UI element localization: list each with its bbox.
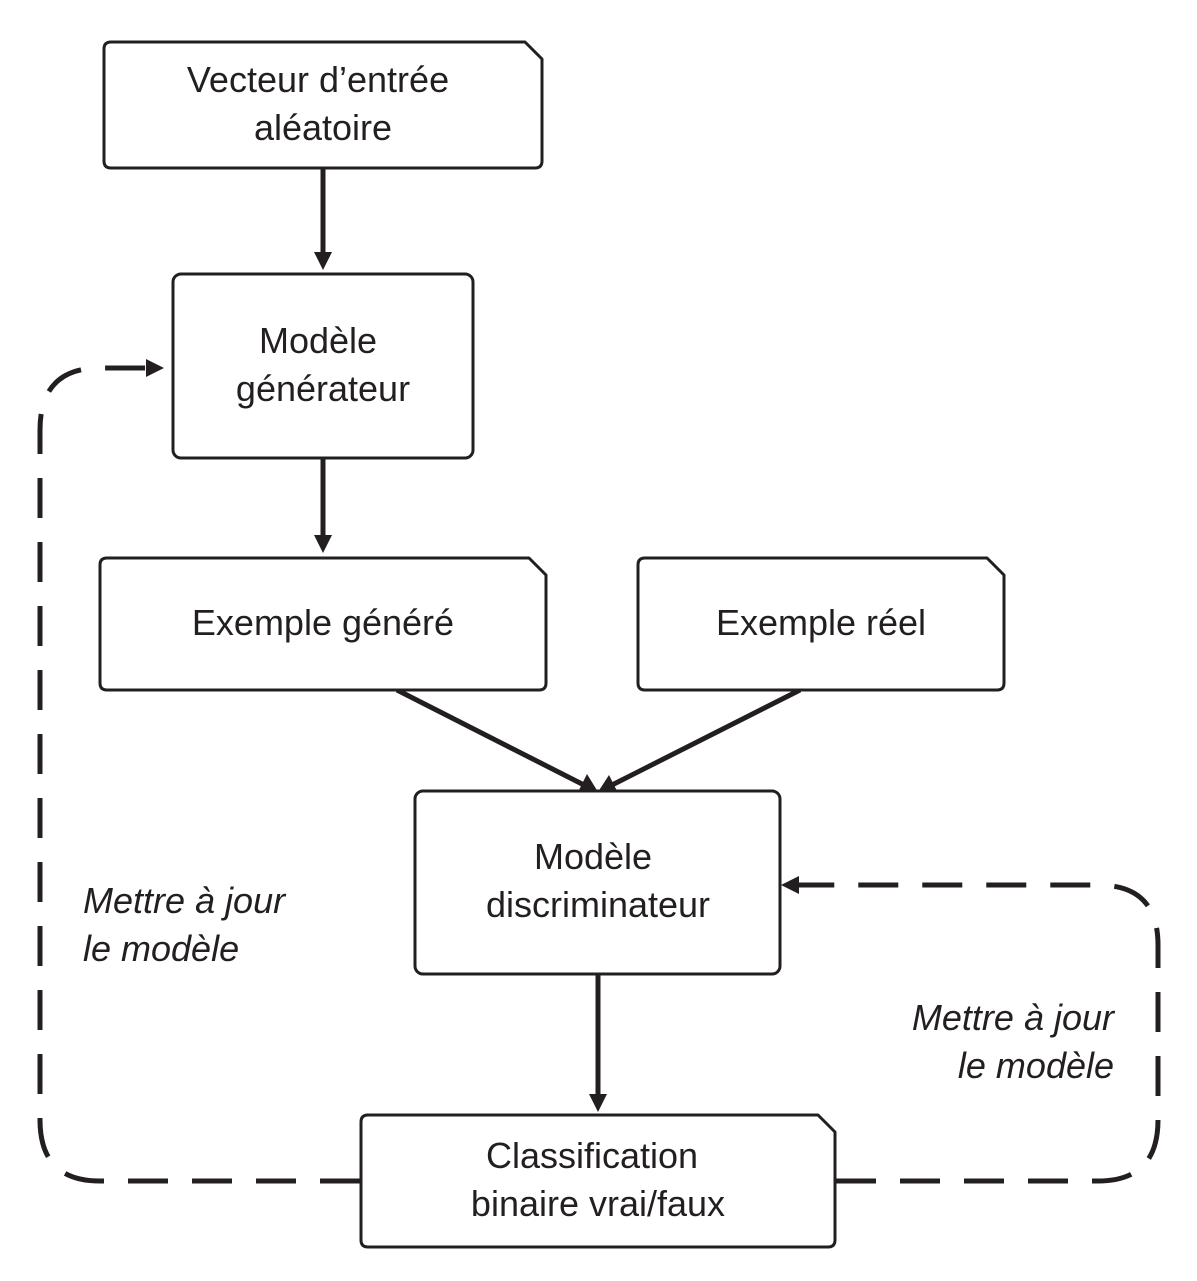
generated-example-label: Exemple généré [192,602,454,643]
svg-text:Modèle: Modèle [534,836,652,877]
left-feedback-label-line-1: Mettre à jour [83,880,287,921]
real-example-box: Exemple réel [636,556,1006,692]
arrow-real-to-discriminator-head [598,775,617,792]
arrow-discriminator-to-classification-head [589,1094,607,1112]
svg-text:Exemple réel: Exemple réel [716,602,926,643]
right-feedback-label-line-1: Mettre à jour [912,997,1116,1038]
left-feedback-loop [37,365,360,1184]
random-input-box: Vecteur d’entrée aléatoire [102,40,544,170]
svg-text:aléatoire: aléatoire [254,107,392,148]
svg-text:Mettre à jour: Mettre à jour [83,880,287,921]
right-feedback-loop [798,882,1161,1184]
svg-text:binaire vrai/faux: binaire vrai/faux [471,1183,725,1224]
svg-text:Mettre à jour: Mettre à jour [912,997,1116,1038]
svg-text:le modèle: le modèle [958,1045,1114,1086]
random-input-line-1: Vecteur d’entrée [187,59,449,100]
svg-text:le modèle: le modèle [83,928,239,969]
generator-line-1: Modèle [259,320,377,361]
real-example-label: Exemple réel [716,602,926,643]
arrow-input-to-generator-head [314,252,332,270]
svg-text:Classification: Classification [486,1135,698,1176]
generator-line-2: générateur [236,368,410,409]
arrow-real-to-discriminator [610,687,802,788]
arrow-generator-to-generated-head [314,535,332,553]
right-feedback-label-line-2: le modèle [958,1045,1114,1086]
generated-example-box: Exemple généré [98,556,548,692]
svg-text:Vecteur d’entrée: Vecteur d’entrée [187,59,449,100]
discriminator-box: Modèle discriminateur [413,789,782,976]
svg-text:Modèle: Modèle [259,320,377,361]
discriminator-line-2: discriminateur [486,884,710,925]
arrow-generated-to-discriminator [395,687,586,788]
svg-text:discriminateur: discriminateur [486,884,710,925]
left-feedback-label-line-2: le modèle [83,928,239,969]
discriminator-line-1: Modèle [534,836,652,877]
arrow-generated-to-discriminator-head [579,774,598,792]
right-feedback-arrowhead [781,876,799,894]
svg-text:générateur: générateur [236,368,410,409]
classification-line-1: Classification [486,1135,698,1176]
generator-box: Modèle générateur [171,272,475,460]
classification-box: Classification binaire vrai/faux [359,1113,837,1249]
classification-line-2: binaire vrai/faux [471,1183,725,1224]
left-feedback-arrowhead [146,359,164,377]
svg-text:Exemple généré: Exemple généré [192,602,454,643]
random-input-line-2: aléatoire [254,107,392,148]
